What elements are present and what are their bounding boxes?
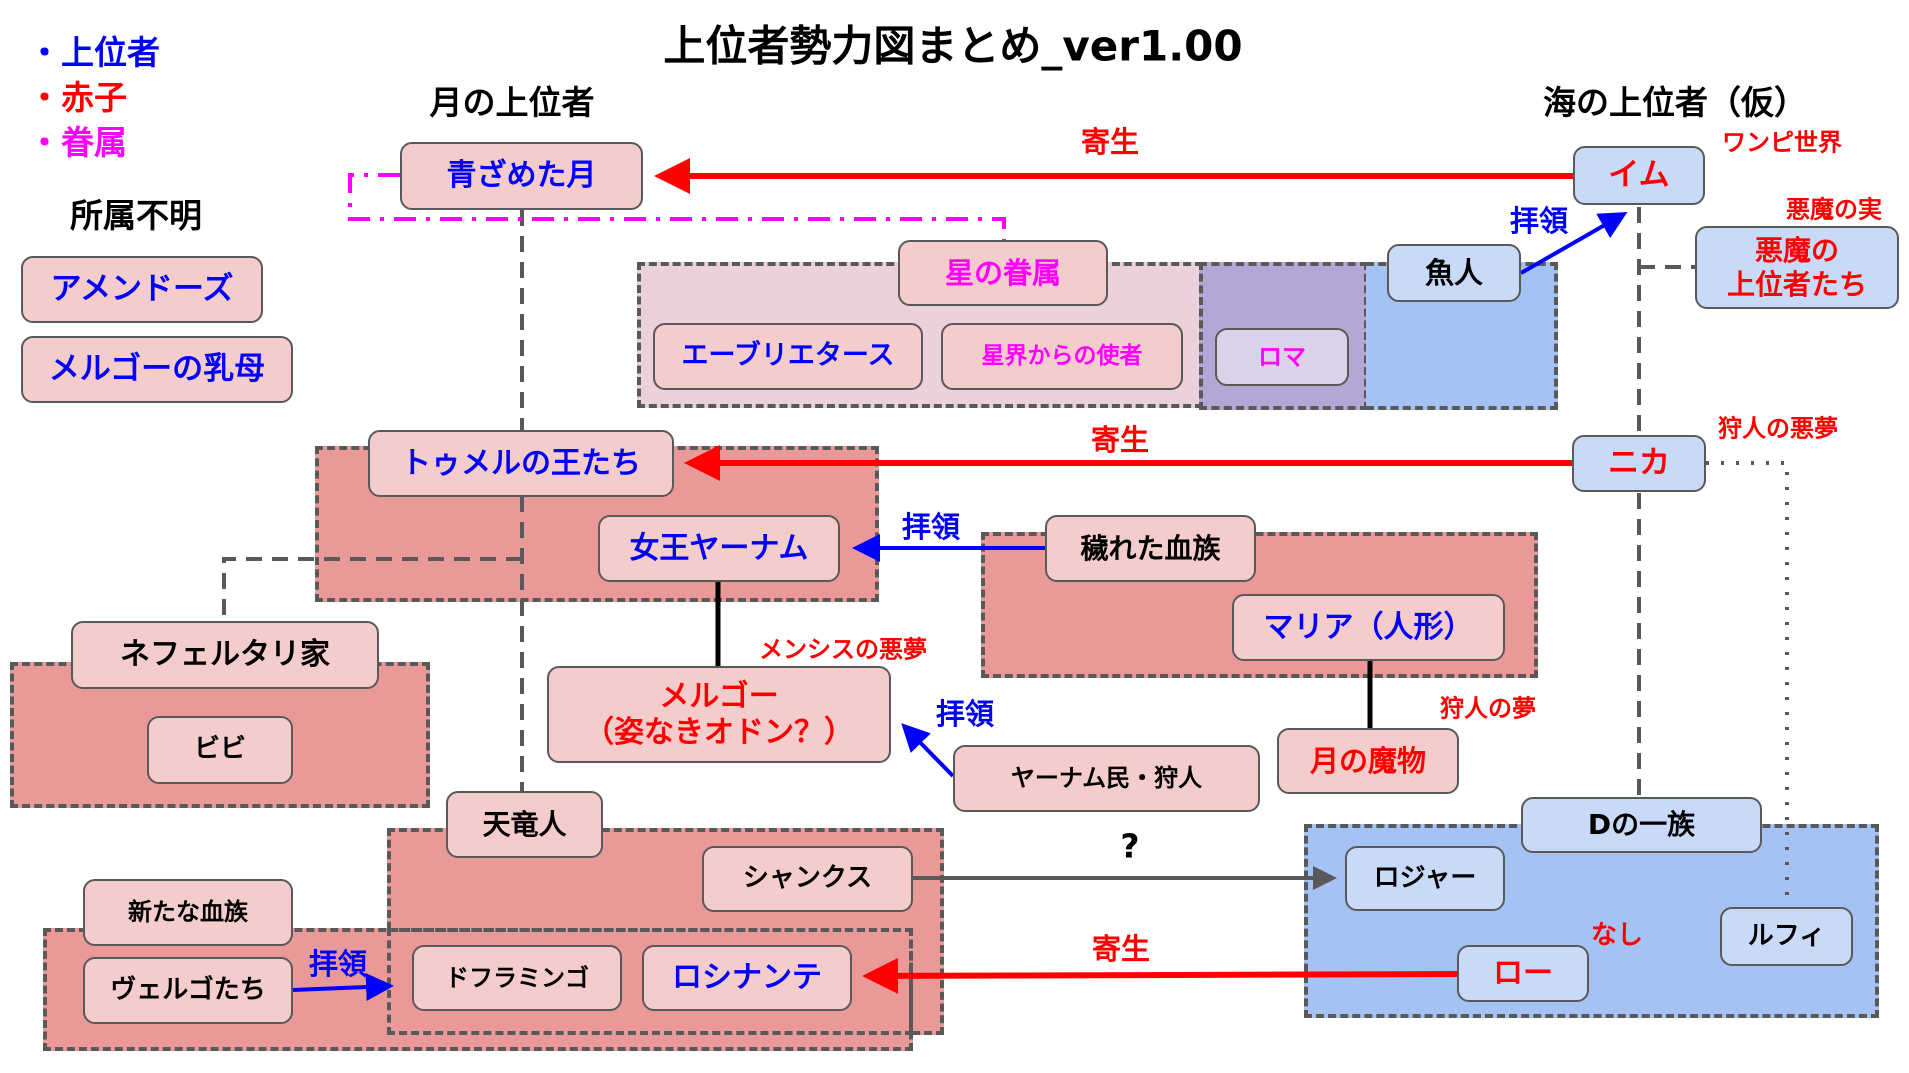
node-label: ドフラミンゴ [445, 963, 589, 992]
node-devil-fruit-superiors[interactable]: 悪魔の 上位者たち [1695, 226, 1899, 309]
node-imu[interactable]: イム [1573, 146, 1705, 205]
node-yharnamites[interactable]: ヤーナム民・狩人 [953, 745, 1260, 812]
node-law[interactable]: ロー [1457, 945, 1589, 1002]
annotation-hunters-nightmare: 狩人の悪夢 [1718, 414, 1838, 443]
node-celestial-emissary[interactable]: 星界からの使者 [941, 323, 1183, 390]
node-vilebloods[interactable]: 穢れた血族 [1045, 515, 1256, 582]
arrow-receive-yharnamites [901, 723, 955, 778]
node-label: 天竜人 [482, 807, 567, 841]
node-d-clan[interactable]: Dの一族 [1521, 797, 1762, 853]
legend-label: 上位者 [61, 33, 160, 72]
node-amygdala[interactable]: アメンドーズ [21, 256, 263, 323]
node-label: マリア（人形） [1263, 609, 1474, 645]
node-label-line2: 上位者たち [1726, 267, 1867, 301]
annotation-hunters-dream: 狩人の夢 [1440, 694, 1536, 723]
node-label: 青ざめた月 [446, 158, 597, 193]
node-roger[interactable]: ロジャー [1345, 846, 1505, 911]
node-label-line1: 悪魔の [1754, 233, 1839, 267]
edge-label-parasite-top: 寄生 [1080, 125, 1140, 159]
legend-item-superior: ・上位者 [28, 26, 160, 74]
edge-label-receive-yharnamites: 拝領 [935, 697, 995, 731]
unknown-heading: 所属不明 [70, 196, 202, 235]
node-label: Dの一族 [1587, 808, 1696, 842]
node-label: ロジャー [1373, 862, 1477, 893]
node-label: シャンクス [742, 863, 873, 894]
annotation-devil-fruit: 悪魔の実 [1786, 195, 1882, 224]
node-vergo[interactable]: ヴェルゴたち [83, 957, 293, 1024]
node-label: 月の魔物 [1309, 743, 1426, 778]
annotation-one-piece-world: ワンピ世界 [1722, 128, 1842, 157]
legend-bullet: ・ [28, 33, 61, 72]
node-label: 穢れた血族 [1080, 531, 1221, 565]
node-queen-yharnam[interactable]: 女王ヤーナム [598, 515, 840, 582]
node-label: 魚人 [1424, 255, 1483, 290]
node-label: 星の眷属 [944, 255, 1061, 290]
node-label: 女王ヤーナム [629, 530, 809, 566]
node-label: ロマ [1258, 342, 1306, 371]
node-doflamingo[interactable]: ドフラミンゴ [412, 945, 622, 1011]
node-label: 星界からの使者 [981, 342, 1143, 369]
node-label-line1: メルゴー [659, 678, 779, 714]
node-maria[interactable]: マリア（人形） [1232, 594, 1505, 661]
column-heading-moon: 月の上位者 [429, 83, 595, 122]
node-pale-moon[interactable]: 青ざめた月 [400, 142, 643, 210]
node-label: ニカ [1608, 444, 1670, 481]
node-nika[interactable]: ニカ [1572, 435, 1706, 492]
legend-label: 眷属 [61, 123, 127, 162]
node-fishmen[interactable]: 魚人 [1387, 244, 1521, 302]
legend-bullet: ・ [28, 123, 61, 162]
annotation-nightmare-of-mensis: メンシスの悪夢 [759, 635, 927, 664]
legend-label: 赤子 [61, 78, 127, 117]
node-ebrietas[interactable]: エーブリエタース [653, 323, 923, 390]
node-shanks[interactable]: シャンクス [702, 846, 913, 912]
annotation-none: なし [1590, 920, 1644, 951]
node-new-bloodline[interactable]: 新たな血族 [83, 879, 293, 946]
node-kin-of-stars[interactable]: 星の眷属 [898, 240, 1108, 306]
legend-item-kin: ・眷属 [28, 116, 127, 164]
node-rom[interactable]: ロマ [1215, 328, 1349, 386]
node-label: ロー [1493, 955, 1553, 991]
node-label: ロシナンテ [672, 960, 822, 995]
node-nefertari[interactable]: ネフェルタリ家 [71, 621, 379, 689]
node-label: ルフィ [1747, 920, 1826, 951]
node-label: ヴェルゴたち [110, 974, 266, 1005]
node-moon-presence[interactable]: 月の魔物 [1277, 728, 1459, 794]
node-celestial-dragons[interactable]: 天竜人 [446, 791, 603, 858]
node-label: トゥメルの王たち [401, 445, 641, 481]
edge-label-unknown: ? [1120, 826, 1140, 866]
node-pthumerian-kings[interactable]: トゥメルの王たち [368, 430, 674, 497]
column-heading-sea: 海の上位者（仮） [1543, 83, 1807, 122]
node-label: 新たな血族 [128, 898, 248, 927]
node-label: アメンドーズ [50, 270, 234, 307]
node-label-line2: （姿なきオドン？） [584, 714, 854, 750]
node-label: ネフェルタリ家 [120, 637, 330, 672]
edge-label-receive-fishmen: 拝領 [1509, 204, 1569, 238]
node-label: メルゴーの乳母 [48, 350, 266, 387]
node-luffy[interactable]: ルフィ [1720, 907, 1853, 966]
legend-bullet: ・ [28, 78, 61, 117]
node-rosinante[interactable]: ロシナンテ [642, 945, 852, 1011]
node-label: イム [1608, 156, 1670, 193]
node-vivi[interactable]: ビビ [147, 716, 293, 784]
edge-label-receive-vilebloods: 拝領 [901, 510, 961, 544]
node-mergo[interactable]: メルゴー （姿なきオドン？） [547, 666, 891, 763]
node-wet-nurse[interactable]: メルゴーの乳母 [21, 336, 293, 403]
legend-item-infant: ・赤子 [28, 71, 127, 119]
node-label: エーブリエタース [681, 340, 895, 372]
edge-label-parasite-middle: 寄生 [1090, 423, 1150, 457]
node-label: ビビ [193, 734, 246, 765]
edge-label-parasite-bottom: 寄生 [1091, 932, 1151, 966]
page-title: 上位者勢力図まとめ_ver1.00 [663, 21, 1243, 71]
node-label: ヤーナム民・狩人 [1010, 764, 1203, 793]
edge-label-receive-vergo: 拝領 [308, 947, 368, 981]
